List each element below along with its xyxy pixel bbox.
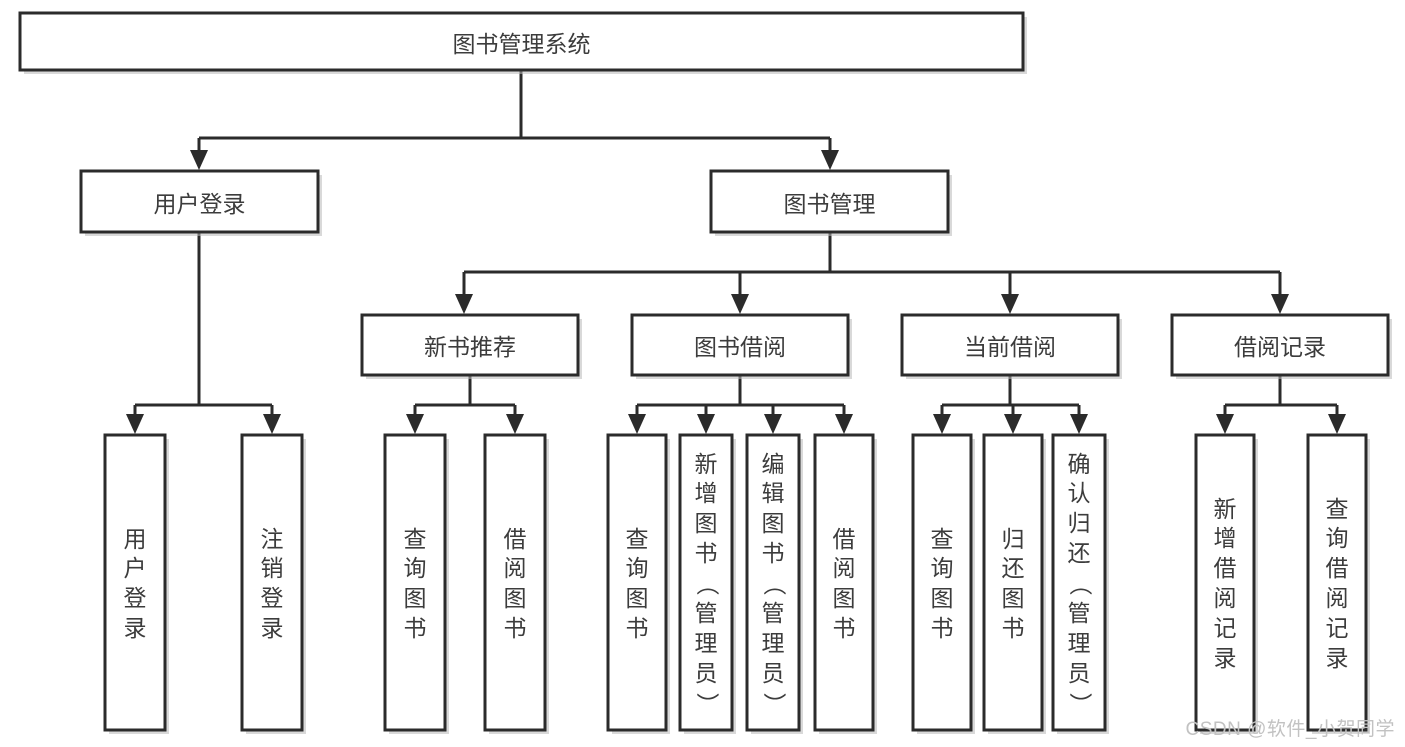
connectors-book-manage-to-level3 <box>455 232 1289 314</box>
arrow-new-book-rec <box>455 294 473 314</box>
leaf-cur-query-box[interactable] <box>911 433 973 732</box>
new-book-rec-box[interactable] <box>360 313 580 377</box>
leaf-rec-borrow-box[interactable] <box>483 433 547 732</box>
arrow-leaf-cur-query <box>933 414 951 434</box>
arrow-book-manage <box>821 150 839 170</box>
arrow-leaf-rec-search <box>1328 414 1346 434</box>
connectors-root-to-level2 <box>190 70 839 170</box>
leaf-rec-search-box[interactable] <box>1306 433 1368 732</box>
connectors-borrow-record-to-leaves <box>1216 375 1346 434</box>
book-borrow-box[interactable] <box>630 313 850 377</box>
arrow-book-borrow <box>731 294 749 314</box>
arrow-leaf-rec-add <box>1216 414 1234 434</box>
leaf-user-logout-box[interactable] <box>240 433 304 732</box>
connectors-current-borrow-to-leaves <box>933 375 1088 434</box>
connectors-book-borrow-to-leaves <box>628 375 853 434</box>
leaf-borrow-edit-box[interactable] <box>745 433 801 732</box>
connectors-new-book-rec-to-leaves <box>406 375 524 434</box>
user-login-box[interactable] <box>79 169 320 234</box>
node-boxes <box>18 11 1392 734</box>
arrow-leaf-rec-query <box>406 414 424 434</box>
book-manage-box[interactable] <box>709 169 950 234</box>
arrow-leaf-rec-borrow <box>506 414 524 434</box>
arrow-user-login <box>190 150 208 170</box>
arrow-leaf-borrow-query <box>628 414 646 434</box>
leaf-rec-add-box[interactable] <box>1194 433 1256 732</box>
arrow-leaf-borrow-add <box>697 414 715 434</box>
arrow-leaf-user-login <box>126 414 144 434</box>
leaf-cur-return-box[interactable] <box>982 433 1044 732</box>
arrow-leaf-borrow-edit <box>764 414 782 434</box>
arrow-leaf-cur-return <box>1004 414 1022 434</box>
leaf-rec-query-box[interactable] <box>383 433 447 732</box>
current-borrow-box[interactable] <box>900 313 1120 377</box>
leaf-cur-confirm-box[interactable] <box>1051 433 1107 732</box>
arrow-borrow-record <box>1271 294 1289 314</box>
root-node-box[interactable] <box>18 11 1025 72</box>
leaf-borrow-query-box[interactable] <box>606 433 668 732</box>
leaf-borrow-add-box[interactable] <box>678 433 734 732</box>
borrow-record-box[interactable] <box>1170 313 1390 377</box>
arrow-leaf-cur-confirm <box>1070 414 1088 434</box>
leaf-user-login-box[interactable] <box>103 433 167 732</box>
arrow-leaf-borrow-do <box>835 414 853 434</box>
connectors-user-login-to-leaves <box>126 232 281 434</box>
arrow-current-borrow <box>1001 294 1019 314</box>
arrow-leaf-user-logout <box>263 414 281 434</box>
leaf-borrow-do-box[interactable] <box>813 433 875 732</box>
